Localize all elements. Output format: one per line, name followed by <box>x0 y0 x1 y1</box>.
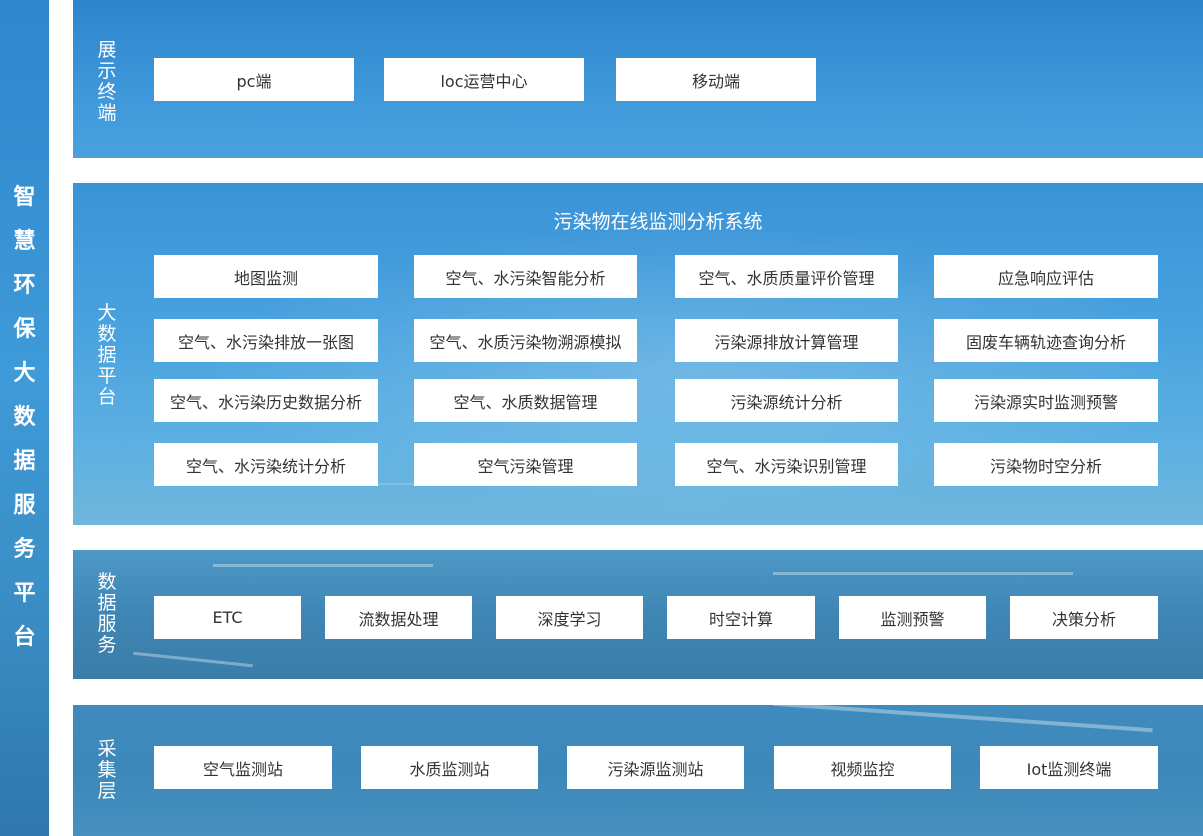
layer-label-char: 数 <box>97 323 117 345</box>
platform-title-sidebar: 智 慧 环 保 大 数 据 服 务 平 台 <box>0 0 49 836</box>
sidebar-title-char: 据 <box>13 449 36 474</box>
data-service-item: 决策分析 <box>1010 596 1158 639</box>
background-road-marking <box>133 651 253 668</box>
collection-item: 视频监控 <box>774 746 951 789</box>
collection-layer-label: 采 集 层 <box>96 739 118 802</box>
platform-module: 地图监测 <box>154 255 378 298</box>
layer-label-char: 示 <box>97 60 117 82</box>
layer-label-char: 集 <box>97 759 117 781</box>
sidebar-title-char: 环 <box>13 273 36 298</box>
data-service-item: 时空计算 <box>667 596 815 639</box>
background-road-marking <box>773 572 1073 575</box>
layer-label-char: 终 <box>97 81 117 103</box>
sidebar-title-char: 平 <box>13 581 36 606</box>
layer-label-char: 务 <box>97 634 117 656</box>
background-horizon-line <box>193 483 573 485</box>
layer-label-char: 服 <box>97 613 117 635</box>
platform-module: 污染物时空分析 <box>934 443 1158 486</box>
platform-module: 污染源实时监测预警 <box>934 379 1158 422</box>
data-service-item: 流数据处理 <box>325 596 472 639</box>
sidebar-title-char: 务 <box>13 537 36 562</box>
layer-label-char: 采 <box>97 738 117 760</box>
platform-module: 污染源排放计算管理 <box>675 319 898 362</box>
data-service-layer-band: 数 据 服 务 ETC 流数据处理 深度学习 时空计算 监测预警 决策分析 <box>73 550 1203 679</box>
collection-item: Iot监测终端 <box>980 746 1158 789</box>
data-service-item: 监测预警 <box>839 596 986 639</box>
background-road-marking <box>773 705 1153 733</box>
background-road-marking <box>213 564 433 567</box>
platform-module: 空气、水污染统计分析 <box>154 443 378 486</box>
platform-module: 空气、水污染智能分析 <box>414 255 637 298</box>
layer-label-char: 层 <box>97 780 117 802</box>
sidebar-title-char: 台 <box>13 625 36 650</box>
layer-label-char: 端 <box>97 102 117 124</box>
platform-module: 空气、水污染识别管理 <box>675 443 898 486</box>
sidebar-title-char: 智 <box>13 185 36 210</box>
layer-label-char: 台 <box>97 386 117 408</box>
platform-module: 空气、水污染排放一张图 <box>154 319 378 362</box>
platform-layer-band: 大 数 据 平 台 污染物在线监测分析系统 地图监测 空气、水污染智能分析 空气… <box>73 183 1203 525</box>
sidebar-title-char: 大 <box>13 361 36 386</box>
platform-module: 空气污染管理 <box>414 443 637 486</box>
display-layer-band: 展 示 终 端 pc端 loc运营中心 移动端 <box>73 0 1203 158</box>
collection-layer-band: 采 集 层 空气监测站 水质监测站 污染源监测站 视频监控 Iot监测终端 <box>73 705 1203 836</box>
display-item-pc: pc端 <box>154 58 354 101</box>
layer-label-char: 大 <box>97 302 117 324</box>
layer-label-char: 据 <box>97 592 117 614</box>
platform-module: 空气、水质污染物溯源模拟 <box>414 319 637 362</box>
layer-label-char: 展 <box>97 39 117 61</box>
sidebar-title-char: 服 <box>13 493 36 518</box>
display-layer-label: 展 示 终 端 <box>96 40 118 124</box>
platform-module: 污染源统计分析 <box>675 379 898 422</box>
platform-system-title: 污染物在线监测分析系统 <box>553 211 763 233</box>
layer-label-char: 据 <box>97 344 117 366</box>
platform-module: 应急响应评估 <box>934 255 1158 298</box>
data-service-item: ETC <box>154 596 301 639</box>
sidebar-title-char: 数 <box>13 405 36 430</box>
data-service-layer-label: 数 据 服 务 <box>96 572 118 656</box>
platform-module: 空气、水质质量评价管理 <box>675 255 898 298</box>
sidebar-title-char: 慧 <box>13 229 36 254</box>
display-item-ioc: loc运营中心 <box>384 58 584 101</box>
collection-item: 空气监测站 <box>154 746 332 789</box>
platform-module: 空气、水污染历史数据分析 <box>154 379 378 422</box>
collection-item: 水质监测站 <box>361 746 538 789</box>
platform-module: 固废车辆轨迹查询分析 <box>934 319 1158 362</box>
layer-label-char: 平 <box>97 365 117 387</box>
platform-layer-label: 大 数 据 平 台 <box>96 303 118 408</box>
platform-module: 空气、水质数据管理 <box>414 379 637 422</box>
data-service-item: 深度学习 <box>496 596 643 639</box>
layer-label-char: 数 <box>97 571 117 593</box>
collection-item: 污染源监测站 <box>567 746 744 789</box>
sidebar-title-char: 保 <box>13 317 36 342</box>
display-item-mobile: 移动端 <box>616 58 816 101</box>
